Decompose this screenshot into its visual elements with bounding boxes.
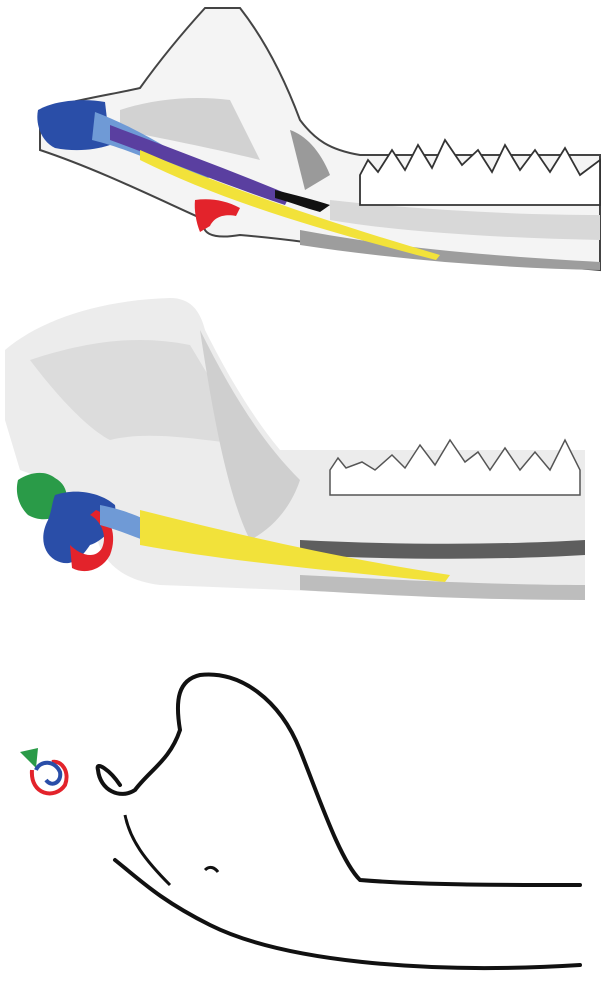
lower-jaw-notch <box>205 867 218 872</box>
middle-jaw-panel <box>5 298 585 600</box>
middle-teeth <box>330 440 580 495</box>
lower-jaw-underside <box>115 860 580 968</box>
upper-teeth <box>360 140 600 205</box>
lower-blue-spiral <box>36 763 60 784</box>
upper-jaw-panel <box>37 8 600 270</box>
lower-outline-panel <box>20 674 580 968</box>
lower-green-element <box>20 748 38 768</box>
lower-jaw-outline <box>98 674 580 885</box>
